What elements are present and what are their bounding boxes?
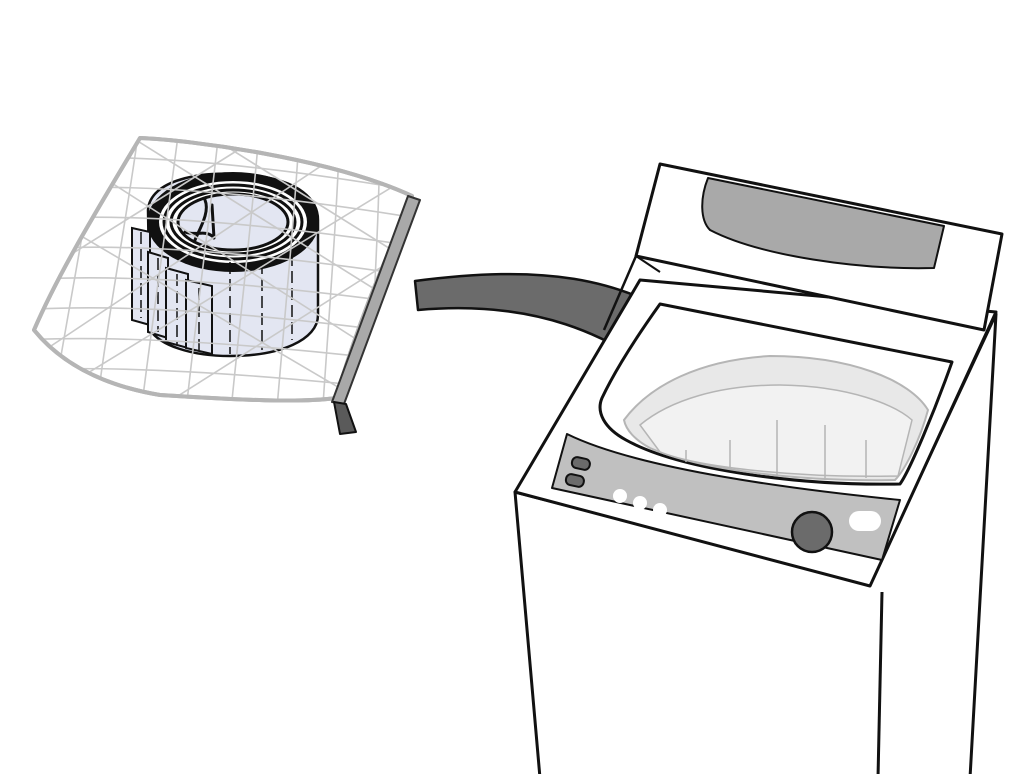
- control-button-top[interactable]: [570, 456, 591, 471]
- indicator-light-2: [633, 496, 647, 510]
- indicator-light-1: [613, 489, 627, 503]
- lid-window: [701, 177, 945, 270]
- control-dial[interactable]: [790, 510, 834, 554]
- control-button-bottom[interactable]: [564, 473, 585, 488]
- start-button[interactable]: [849, 511, 881, 531]
- top-load-washing-machine-icon: [513, 162, 1004, 779]
- mesh-laundry-bag-icon: [32, 136, 421, 435]
- indicator-light-3: [653, 503, 667, 517]
- zipper-pull-tab-icon: [333, 401, 357, 435]
